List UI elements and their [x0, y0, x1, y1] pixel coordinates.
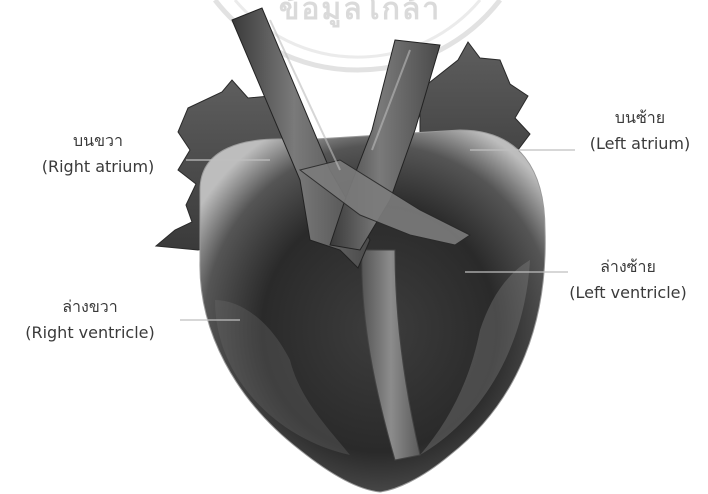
label-right-atrium-thai: บนขวา	[18, 128, 178, 154]
label-left-ventricle-english: (Left ventricle)	[548, 280, 708, 306]
label-left-atrium-english: (Left atrium)	[570, 131, 708, 157]
label-right-atrium-english: (Right atrium)	[18, 154, 178, 180]
label-left-ventricle-thai: ล่างซ้าย	[548, 254, 708, 280]
label-right-ventricle: ล่างขวา (Right ventricle)	[0, 294, 180, 346]
label-right-ventricle-thai: ล่างขวา	[0, 294, 180, 320]
label-right-atrium: บนขวา (Right atrium)	[18, 128, 178, 180]
label-left-ventricle: ล่างซ้าย (Left ventricle)	[548, 254, 708, 306]
label-right-ventricle-english: (Right ventricle)	[0, 320, 180, 346]
label-left-atrium: บนซ้าย (Left atrium)	[570, 105, 708, 157]
label-left-atrium-thai: บนซ้าย	[570, 105, 708, 131]
